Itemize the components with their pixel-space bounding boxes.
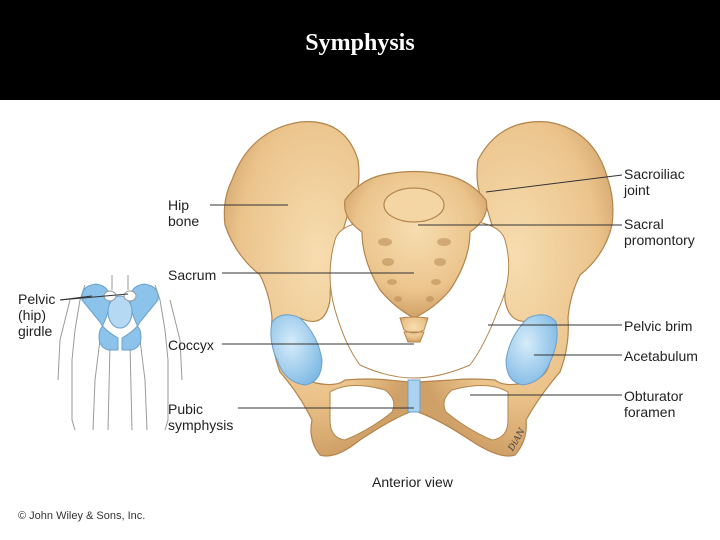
label-coccyx: Coccyx: [168, 337, 214, 353]
label-sacral-promontory: Sacral promontory: [624, 216, 695, 248]
left-obturator-foramen: [329, 385, 395, 441]
view-caption: Anterior view: [372, 474, 453, 490]
pelvic-girdle-thumbnail: [81, 283, 159, 351]
slide-title: Symphysis: [305, 30, 415, 56]
label-pubic-symphysis: Pubic symphysis: [168, 401, 234, 433]
label-sacrum: Sacrum: [168, 267, 217, 283]
pubic-symphysis-disc: [407, 379, 421, 413]
leader-lines: [59, 174, 623, 409]
right-acetabulum: [505, 314, 558, 386]
pelvis-drawing: [223, 121, 614, 457]
copyright-text: © John Wiley & Sons, Inc.: [18, 510, 146, 522]
left-acetabulum: [270, 314, 323, 386]
label-acetabulum: Acetabulum: [624, 348, 698, 364]
sacrum: [344, 170, 488, 319]
label-sacroiliac-joint: Sacroiliac joint: [624, 166, 685, 198]
pelvis-figure: [0, 100, 720, 540]
label-pelvic-brim: Pelvic brim: [624, 318, 693, 334]
sacral-promontory-body: [383, 187, 445, 223]
label-obturator-foramen: Obturator foramen: [624, 388, 684, 420]
right-obturator-foramen: [443, 385, 509, 441]
pelvis-illustration: [57, 121, 623, 457]
title-bar: [0, 0, 720, 100]
label-pelvic-girdle: Pelvic (hip) girdle: [18, 291, 56, 339]
label-hip-bone: Hip bone: [168, 197, 200, 229]
coccyx: [399, 316, 429, 343]
